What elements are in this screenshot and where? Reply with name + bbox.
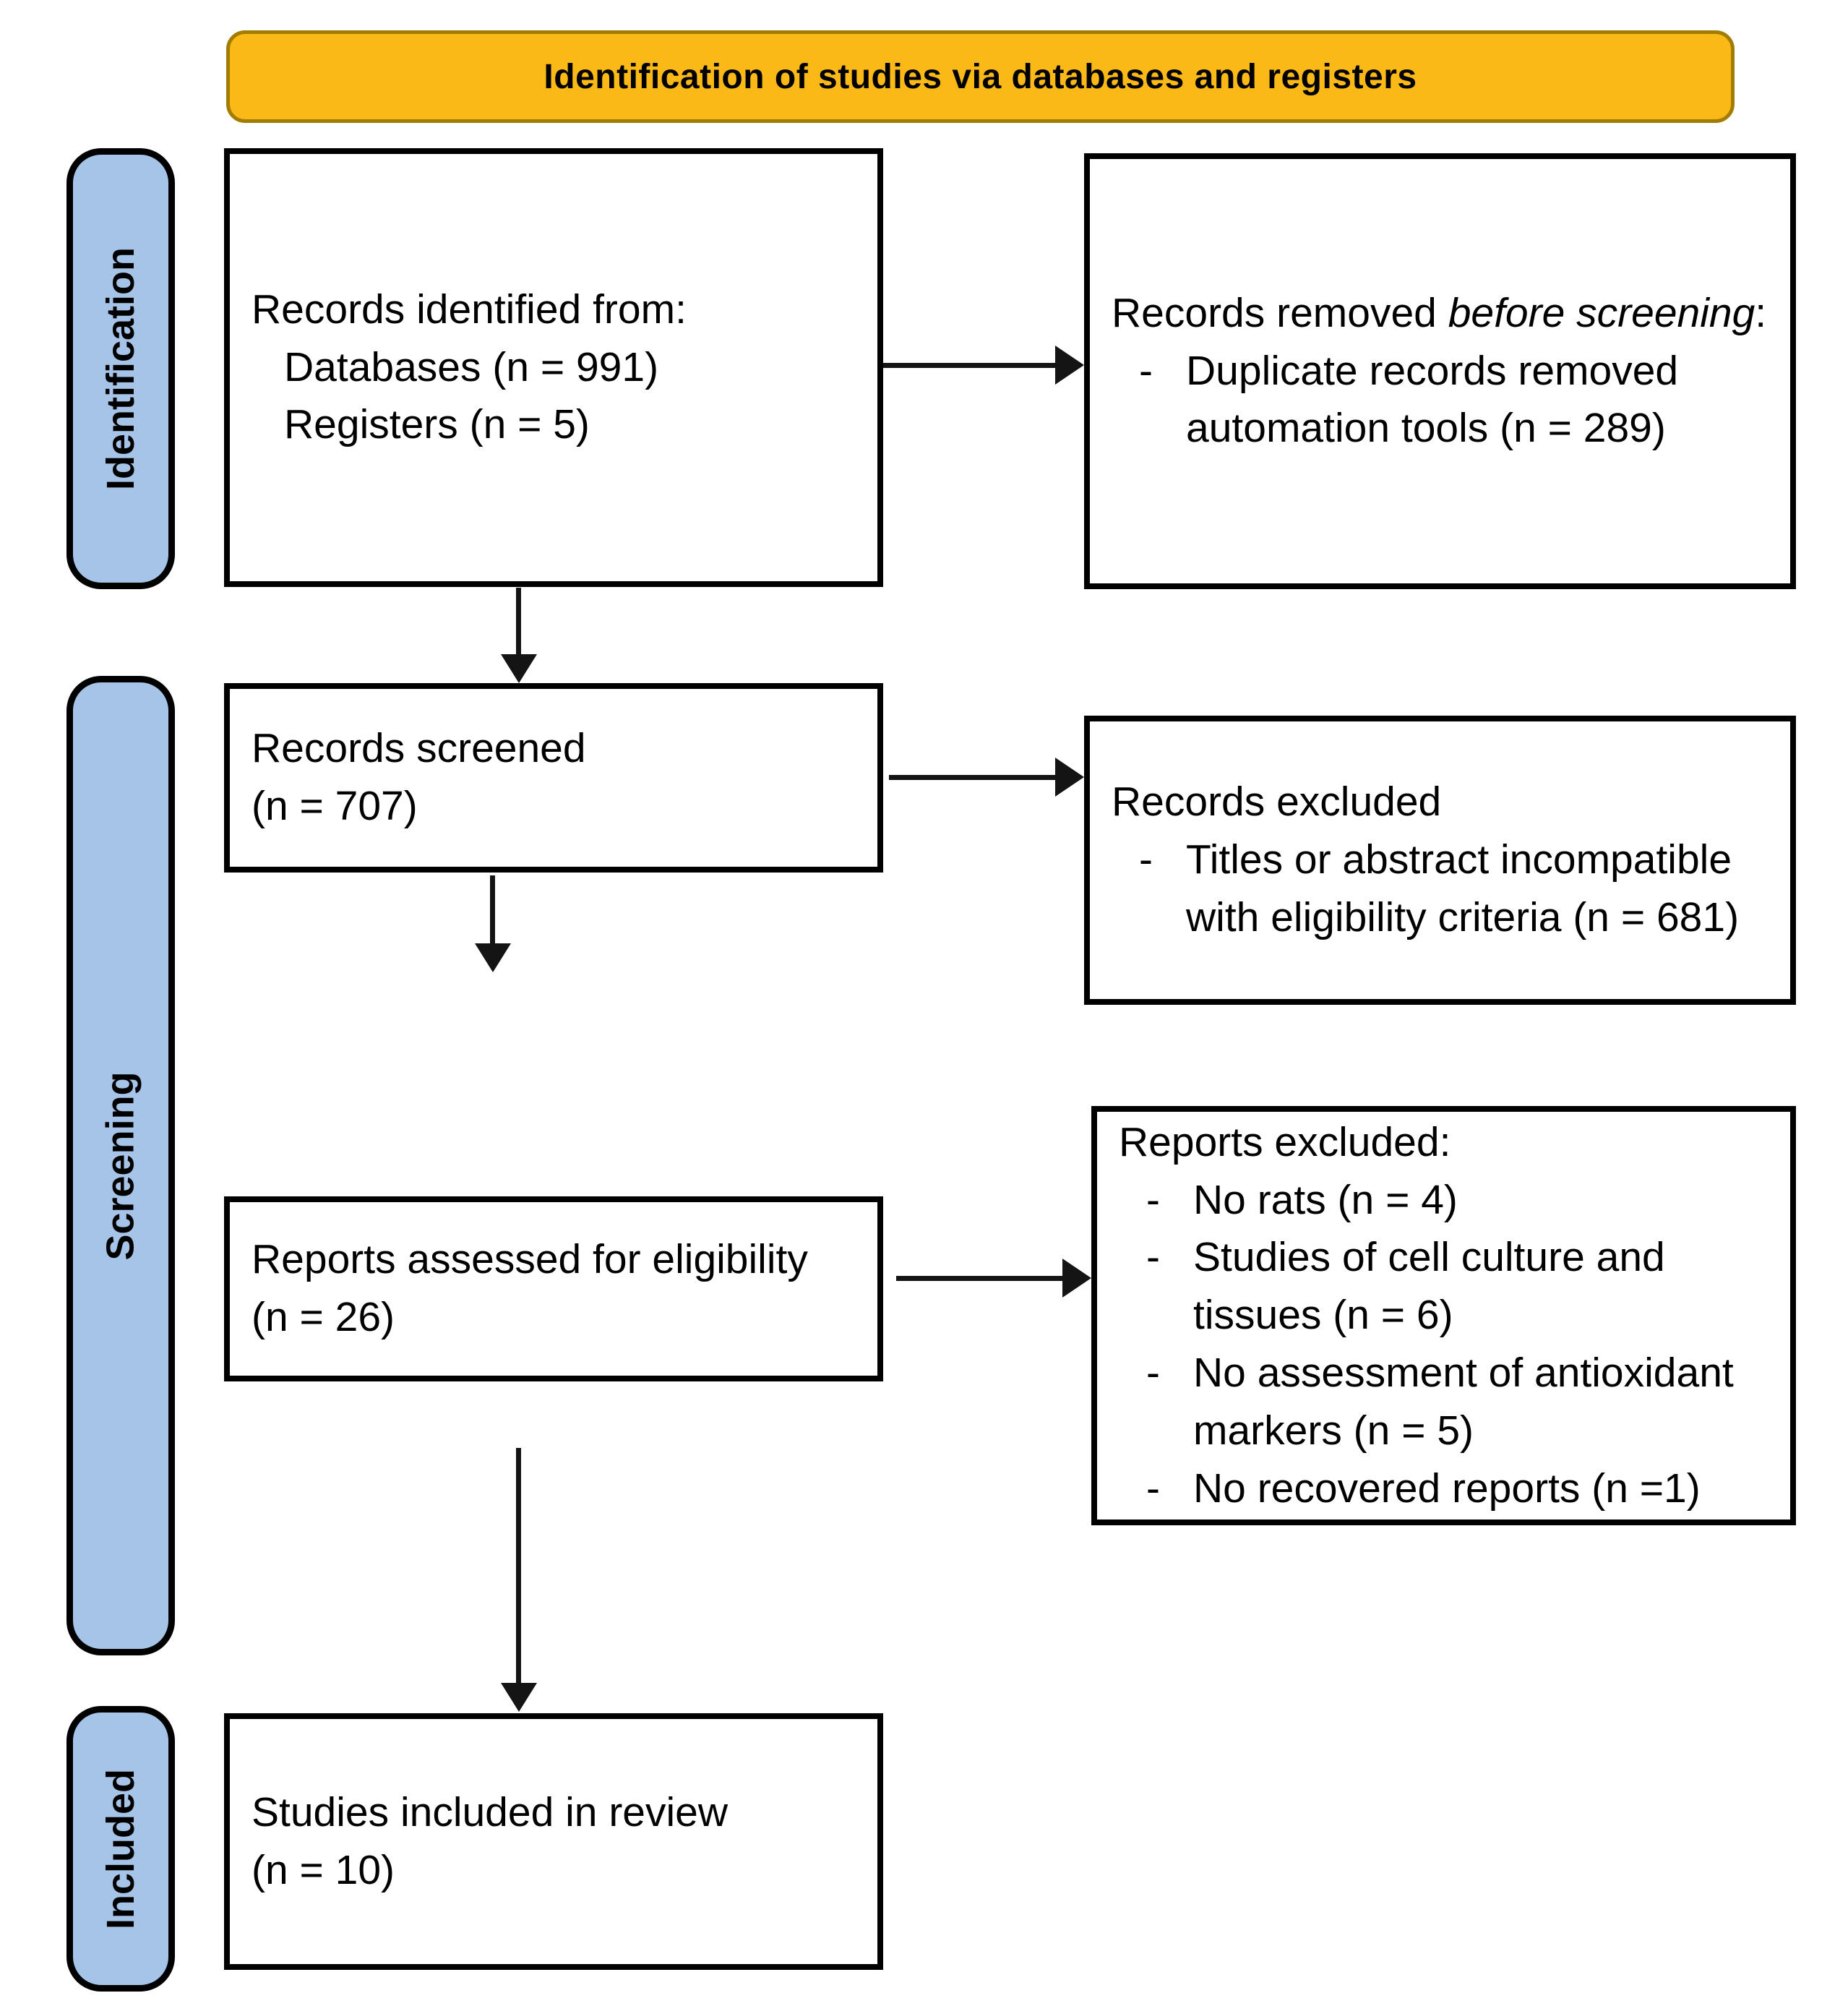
arrow-assessed-to-excluded-head	[1062, 1259, 1091, 1298]
box-records-excluded: Records excluded - Titles or abstract in…	[1084, 716, 1796, 1005]
bullet-text: Studies of cell culture and tissues (n =…	[1193, 1234, 1665, 1339]
bullet-item: - Titles or abstract incompatible with e…	[1112, 831, 1777, 947]
arrow-identified-to-removed-head	[1055, 346, 1084, 385]
arrow-screened-down-head	[475, 943, 511, 972]
arrow-screened-to-excluded-head	[1055, 758, 1084, 797]
bullet-item: - No rats (n = 4)	[1119, 1172, 1777, 1230]
bullet-dash: -	[1139, 347, 1153, 394]
bullet-text: No rats (n = 4)	[1193, 1176, 1458, 1223]
box-line: Records screened	[252, 725, 586, 772]
box-line: (n = 707)	[252, 783, 418, 829]
box-header: Records excluded	[1112, 779, 1442, 826]
bullet-text: Duplicate records removed automation too…	[1186, 347, 1679, 452]
box-line: Databases (n = 991)	[284, 343, 659, 390]
box-studies-included: Studies included in review (n = 10)	[224, 1713, 883, 1970]
bullet-dash: -	[1146, 1349, 1160, 1396]
box-header: Reports excluded:	[1119, 1118, 1451, 1165]
bullet-text: No assessment of antioxidant markers (n …	[1193, 1349, 1734, 1454]
bullet-text: Titles or abstract incompatible with eli…	[1186, 836, 1740, 940]
banner: Identification of studies via databases …	[226, 30, 1735, 123]
stage-bar-identification: Identification	[66, 148, 175, 589]
box-line: Records identified from:	[252, 286, 687, 333]
arrow-identified-to-screened-line	[516, 588, 521, 658]
box-line: Reports assessed for eligibility	[252, 1236, 808, 1283]
box-records-screened: Records screened (n = 707)	[224, 683, 883, 873]
bullet-text: No recovered reports (n =1)	[1193, 1465, 1701, 1512]
arrow-screened-down-line	[490, 875, 495, 947]
box-line: Registers (n = 5)	[284, 401, 590, 448]
bullet-dash: -	[1139, 836, 1153, 883]
stage-label-included: Included	[99, 1768, 143, 1929]
stage-label-screening: Screening	[99, 1071, 142, 1261]
stage-label-identification: Identification	[99, 247, 142, 490]
box-records-identified: Records identified from: Databases (n = …	[224, 148, 883, 587]
stage-bar-included: Included	[66, 1706, 175, 1992]
arrow-assessed-to-included-head	[501, 1683, 537, 1712]
bullet-item: - No assessment of antioxidant markers (…	[1119, 1345, 1777, 1460]
box-records-removed: Records removed before screening: - Dupl…	[1084, 153, 1796, 589]
box-line: (n = 26)	[252, 1294, 395, 1340]
box-line: Studies included in review	[252, 1788, 729, 1835]
bullet-dash: -	[1146, 1234, 1160, 1281]
bullet-dash: -	[1146, 1176, 1160, 1223]
box-reports-assessed: Reports assessed for eligibility (n = 26…	[224, 1196, 883, 1381]
bullet-item: - Studies of cell culture and tissues (n…	[1119, 1229, 1777, 1345]
arrow-identified-to-removed-line	[883, 363, 1058, 368]
header-text: Records removed	[1112, 289, 1448, 336]
stage-bar-screening: Screening	[66, 676, 175, 1655]
bullet-item: - Duplicate records removed automation t…	[1112, 343, 1777, 458]
banner-title: Identification of studies via databases …	[543, 57, 1417, 96]
arrow-assessed-to-excluded-line	[896, 1276, 1065, 1281]
bullet-dash: -	[1146, 1465, 1160, 1512]
header-text: :	[1755, 289, 1767, 336]
box-line: (n = 10)	[252, 1846, 395, 1893]
arrow-assessed-to-included-line	[516, 1448, 521, 1686]
header-italic-text: before screening	[1448, 289, 1755, 336]
arrow-identified-to-screened-head	[501, 654, 537, 683]
arrow-screened-to-excluded-line	[889, 775, 1058, 780]
box-reports-excluded: Reports excluded: - No rats (n = 4) - St…	[1091, 1106, 1796, 1525]
bullet-item: - No recovered reports (n =1)	[1119, 1460, 1777, 1518]
box-header: Records removed before screening:	[1112, 285, 1777, 343]
